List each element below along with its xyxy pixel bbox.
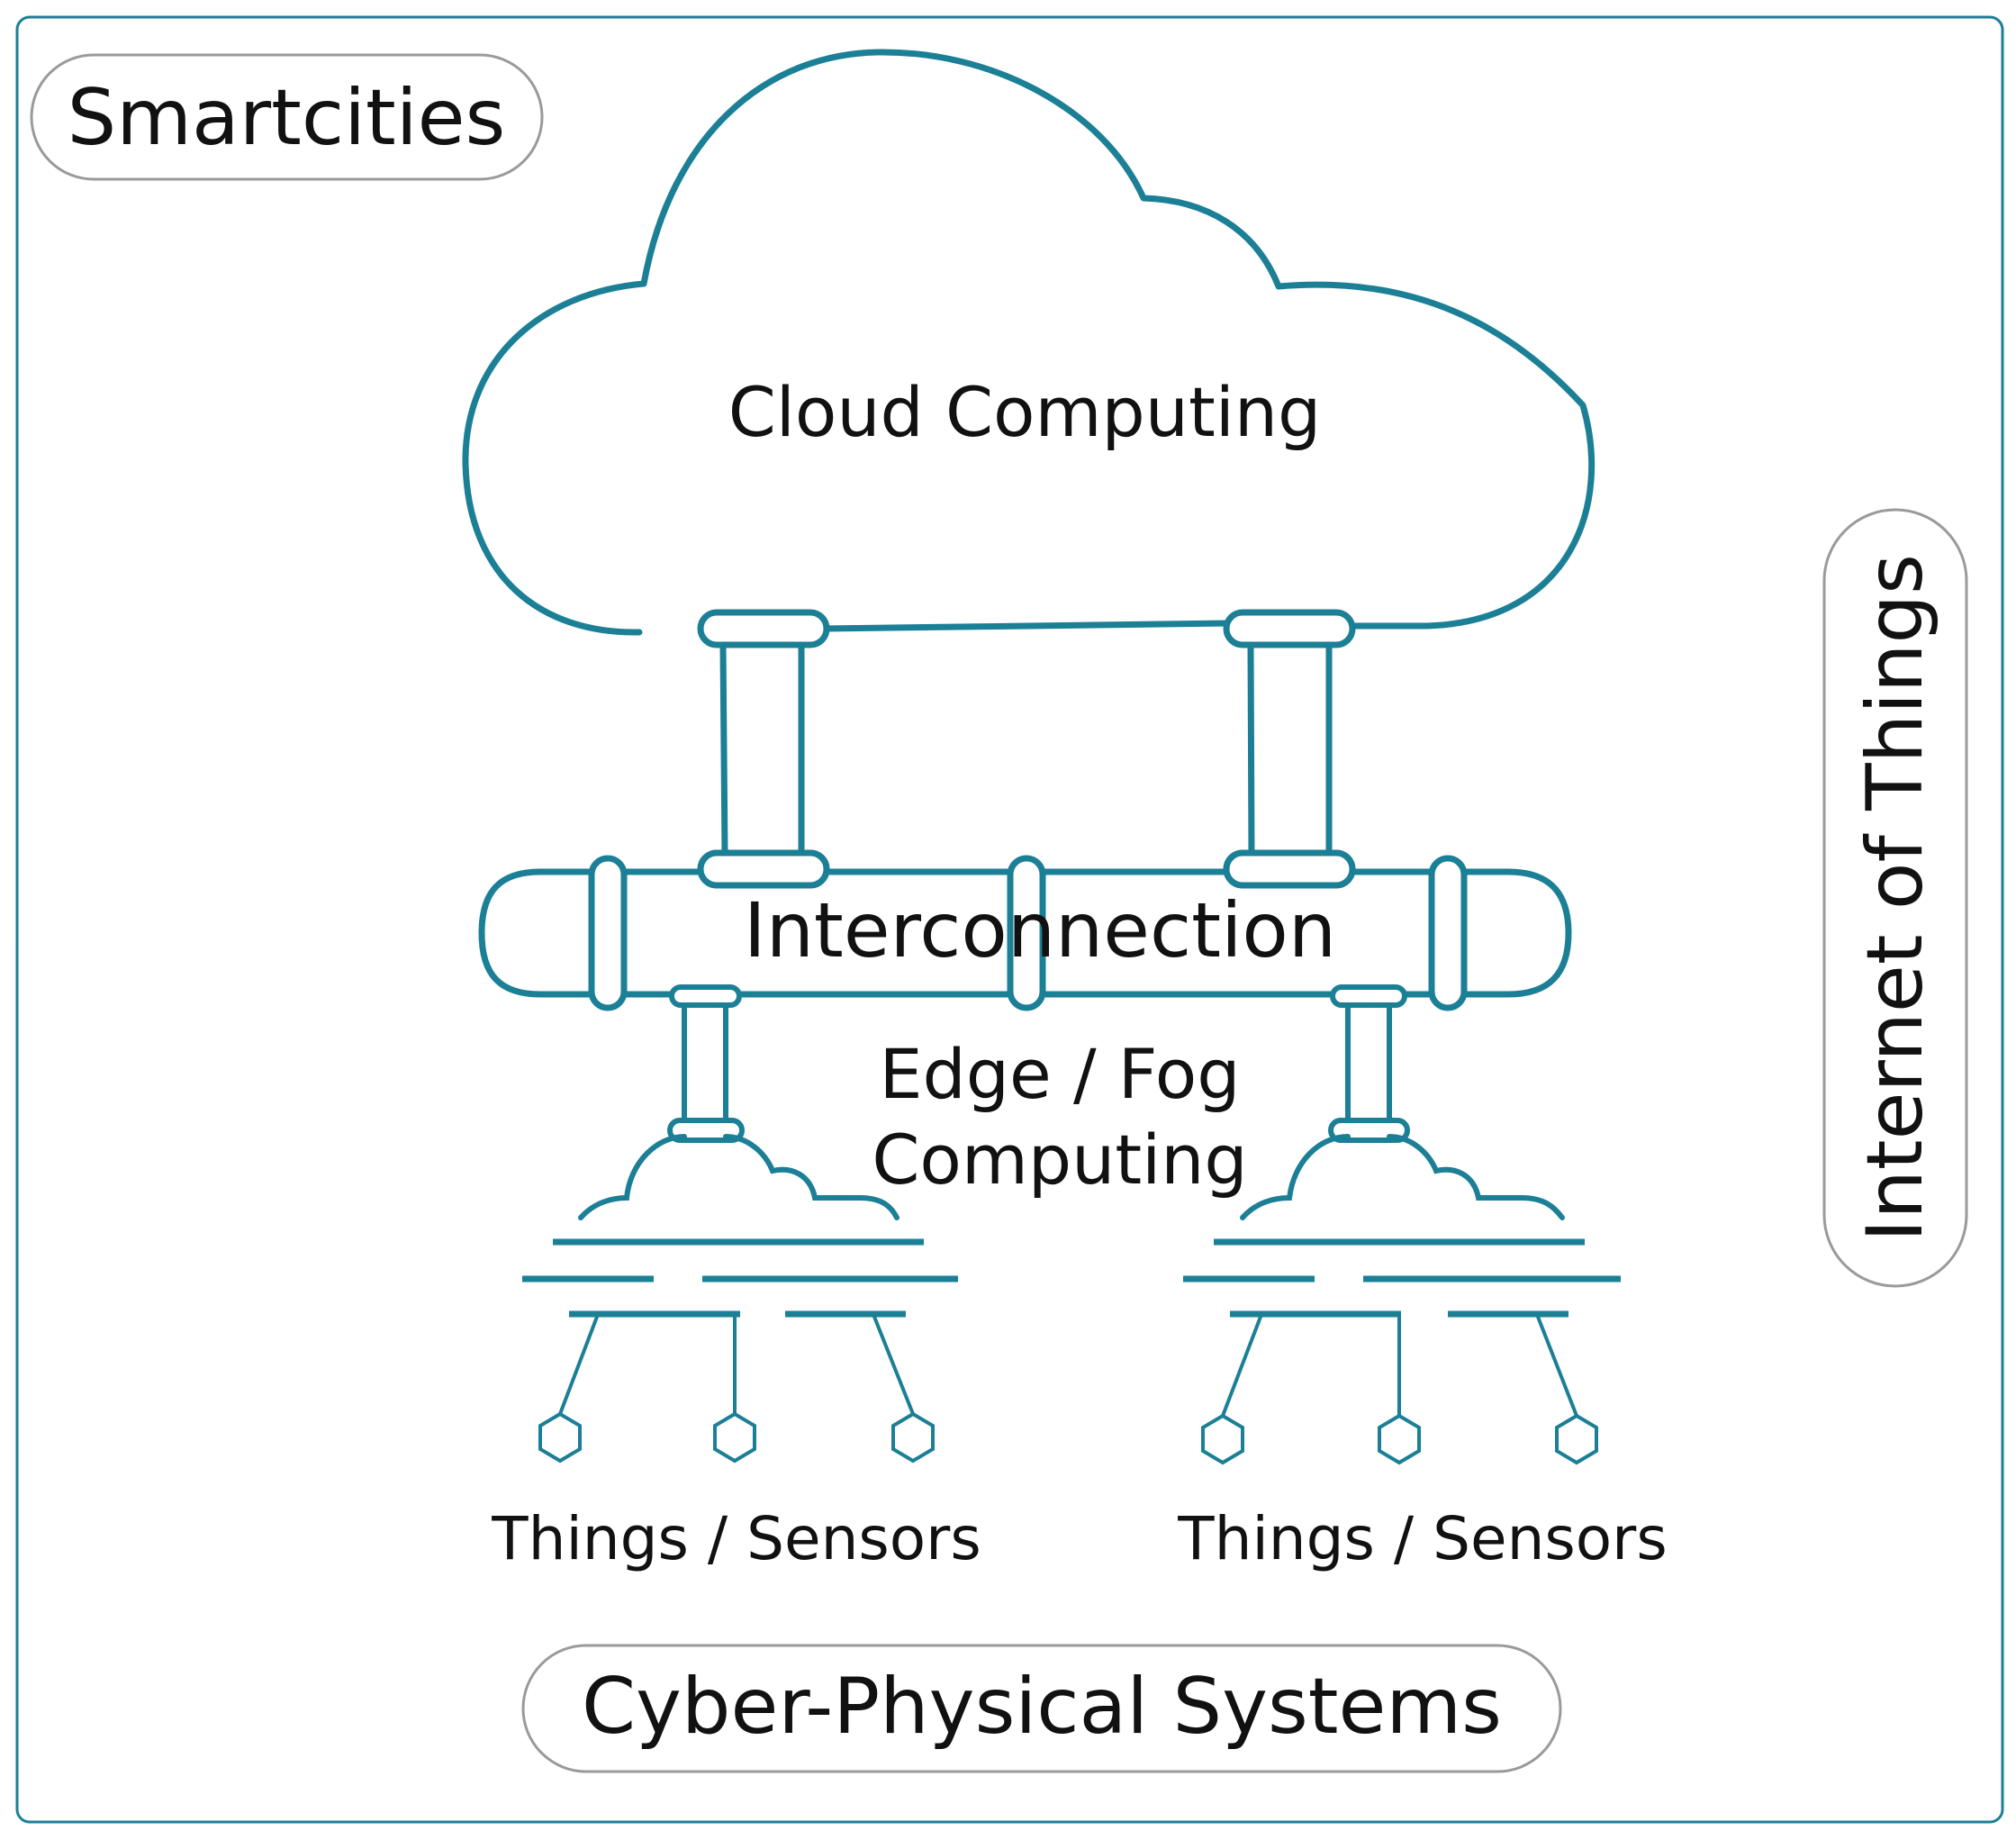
edge-node-right [1240,984,1565,1220]
sensor-icons-left [538,1411,935,1464]
edge-node-left [578,984,900,1220]
sensor-icons-right [1201,1413,1598,1465]
network-lines-right [1183,1238,1621,1318]
sensor-links-right [1221,1316,1578,1417]
sensor-hexagon-icon [891,1411,935,1464]
sensor-hexagon-icon [538,1411,582,1464]
sensor-hexagon-icon [1378,1413,1421,1465]
smartcities-pill [30,53,544,181]
smartcities-label: Smartcities [68,73,506,163]
sensor-hexagon-icon [713,1411,756,1464]
interconnection-bus [478,849,1572,1011]
outer-frame [15,15,2004,1824]
sensor-hexagon-icon [1201,1413,1244,1465]
cps-pill [521,1644,1562,1773]
iot-label: Internet of Things [1850,554,1940,1242]
cloud-computing-shape [462,49,1596,636]
network-lines-left [522,1238,958,1318]
iot-pill [1822,508,1968,1288]
things-sensors-right-label: Things / Sensors [1177,1504,1667,1573]
edge-fog-label-line2: Computing [872,1119,1247,1200]
sensor-hexagon-icon [1555,1413,1598,1465]
cloud-computing-label: Cloud Computing [728,372,1322,452]
pipe-cloud-right [1223,609,1356,889]
edge-fog-label-line1: Edge / Fog [880,1034,1241,1114]
things-sensors-left-label: Things / Sensors [491,1504,981,1573]
cps-label: Cyber-Physical Systems [582,1662,1502,1752]
interconnection-label: Interconnection [744,886,1336,974]
pipe-cloud-left [697,609,830,889]
sensor-links-left [558,1316,915,1415]
